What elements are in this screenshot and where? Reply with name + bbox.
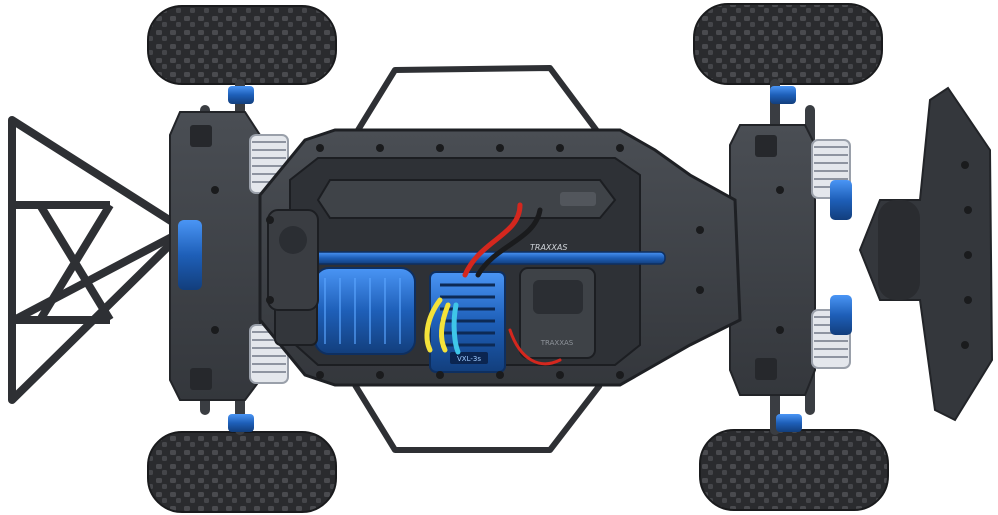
receiver-label: TRAXXAS (540, 339, 574, 347)
tire-rear-right (147, 431, 337, 513)
rear-bulkhead (169, 111, 261, 401)
wires (424, 202, 562, 366)
tire-rear-left (147, 5, 337, 85)
front-bumper (858, 86, 994, 422)
receiver-box: TRAXXAS (519, 267, 596, 359)
battery-strap (316, 179, 617, 219)
esc-label: VXL-3s (457, 355, 481, 363)
tire-front-right (699, 429, 889, 511)
blue-hubs (178, 86, 852, 432)
chassis-brand-label: TRAXXAS (530, 243, 567, 252)
body-mount-rails (352, 65, 603, 453)
gearbox (267, 209, 319, 311)
rear-bumper (8, 116, 189, 404)
chassis-screws (211, 144, 784, 379)
front-bulkhead (729, 124, 816, 396)
center-driveshaft (269, 251, 666, 265)
tire-front-left (693, 3, 883, 85)
esc: VXL-3s (429, 271, 506, 373)
